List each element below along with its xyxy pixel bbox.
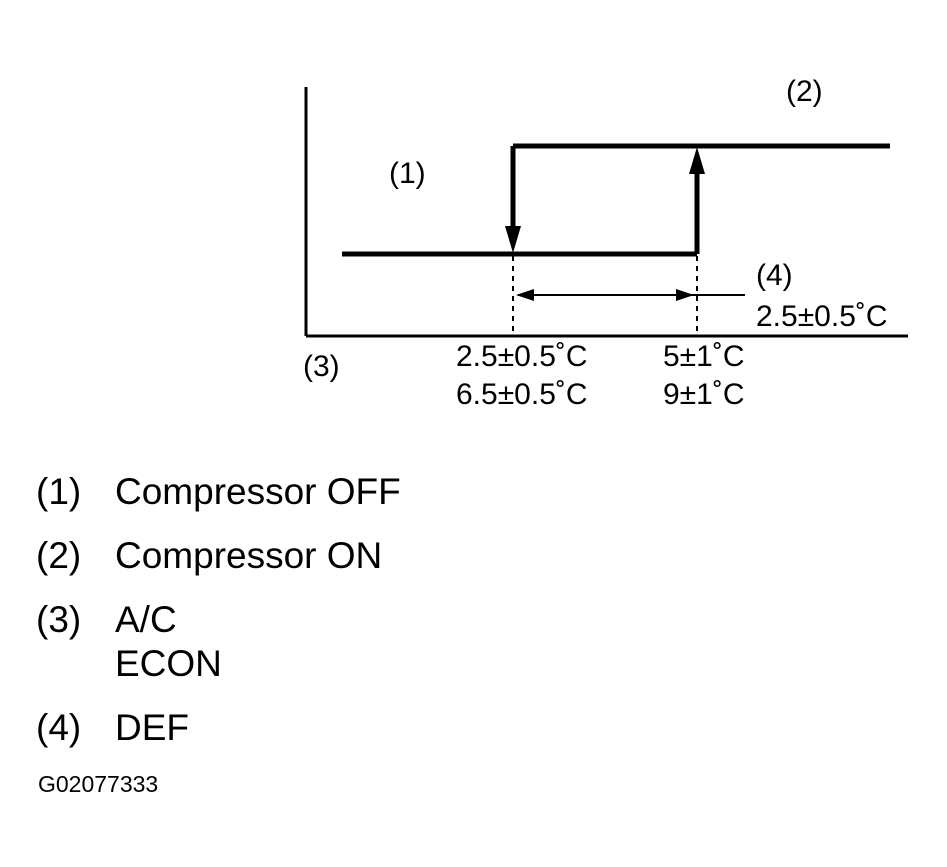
on-threshold-label-def: 9±1˚C xyxy=(663,378,745,411)
legend-text: Compressor ON xyxy=(115,534,382,578)
hysteresis-label: 2.5±0.5˚C xyxy=(756,300,888,333)
off-threshold-label-def: 6.5±0.5˚C xyxy=(456,378,588,411)
legend-line: DEF xyxy=(115,707,189,748)
legend: (1) Compressor OFF (2) Compressor ON (3)… xyxy=(36,470,736,770)
callout-3: (3) xyxy=(303,350,340,383)
on-threshold-label-acecon: 5±1˚C xyxy=(663,340,745,373)
dimension-arrowhead-left xyxy=(516,289,534,301)
legend-line: Compressor OFF xyxy=(115,471,401,512)
legend-item-compressor-off: (1) Compressor OFF xyxy=(36,470,736,514)
legend-number: (4) xyxy=(36,707,82,748)
legend-number: (1) xyxy=(36,471,82,512)
hysteresis-diagram: (1) (2) (3) (4) 2.5±0.5˚C 6.5±0.5˚C 5±1˚… xyxy=(303,75,908,411)
callout-4: (4) xyxy=(756,259,793,292)
legend-line: ECON xyxy=(115,643,222,684)
legend-item-compressor-on: (2) Compressor ON xyxy=(36,534,736,578)
legend-text: DEF xyxy=(115,706,189,750)
legend-number: (2) xyxy=(36,535,82,576)
callout-2: (2) xyxy=(786,75,823,108)
dimension-arrowhead-right xyxy=(676,289,694,301)
legend-text: Compressor OFF xyxy=(115,470,401,514)
legend-number: (3) xyxy=(36,599,82,640)
figure-id: G02077333 xyxy=(38,771,159,797)
legend-line: A/C xyxy=(115,599,177,640)
legend-item-def: (4) DEF xyxy=(36,706,736,750)
callout-1: (1) xyxy=(389,157,426,190)
legend-line: Compressor ON xyxy=(115,535,383,576)
on-transition-arrowhead xyxy=(689,147,705,174)
legend-text: A/C ECON xyxy=(115,598,222,686)
off-transition-arrowhead xyxy=(505,226,521,253)
off-threshold-label-acecon: 2.5±0.5˚C xyxy=(456,340,588,373)
legend-item-acecon: (3) A/C ECON xyxy=(36,598,736,686)
